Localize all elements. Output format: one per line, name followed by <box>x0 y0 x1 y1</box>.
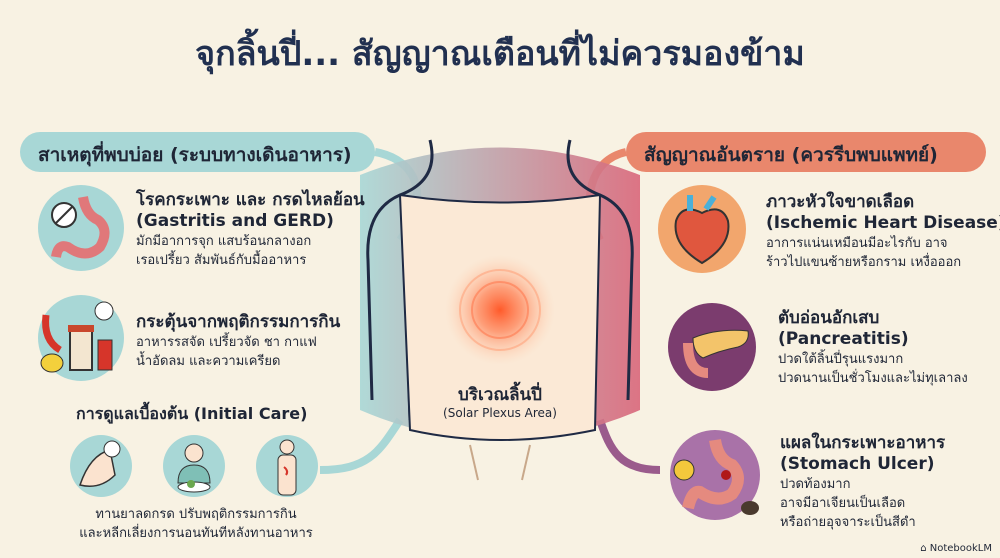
heart-subtitle: (Ischemic Heart Disease) <box>766 213 1000 233</box>
notebooklm-watermark: ⌂ NotebookLM <box>920 543 992 554</box>
gerd-subtitle: (Gastritis and GERD) <box>136 211 334 231</box>
pancreatitis-subtitle: (Pancreatitis) <box>778 329 909 349</box>
center-label: บริเวณลิ้นปี่ <box>458 385 542 405</box>
initial-care-desc-1: ทานยาลดกรด ปรับพฤติกรรมการกิน <box>95 507 297 522</box>
initial-care-desc-2: และหลีกเลี่ยงการนอนทันทีหลังทานอาหาร <box>79 526 313 541</box>
food-triggers-icon <box>38 295 124 381</box>
heart-title: ภาวะหัวใจขาดเลือด <box>766 192 915 212</box>
eating-icon <box>163 435 225 497</box>
ulcer-desc-3: หรือถ่ายอุจจาระเป็นสีดำ <box>780 515 916 530</box>
eating-behavior-desc-2: น้ำอัดลม และความเครียด <box>136 354 281 369</box>
heart-icon <box>658 185 746 273</box>
ulcer-title: แผลในกระเพาะอาหาร <box>780 433 946 453</box>
ulcer-stomach-icon <box>670 430 760 520</box>
ulcer-desc-2: อาจมีอาเจียนเป็นเลือด <box>780 496 906 511</box>
initial-care-title: การดูแลเบื้องต้น (Initial Care) <box>76 404 308 423</box>
center-sublabel: (Solar Plexus Area) <box>443 406 557 420</box>
pill-hand-icon <box>70 435 132 497</box>
stomach-pain-person-icon <box>256 435 318 497</box>
pancreatitis-desc-1: ปวดใต้ลิ้นปี่รุนแรงมาก <box>778 352 904 367</box>
pancreatitis-title: ตับอ่อนอักเสบ <box>778 308 880 328</box>
heart-desc-2: ร้าวไปแขนซ้ายหรือกราม เหงื่อออก <box>766 255 962 270</box>
common-causes-header: สาเหตุที่พบบ่อย (ระบบทางเดินอาหาร) <box>20 132 375 172</box>
danger-signs-header: สัญญาณอันตราย (ควรรีบพบแพทย์) <box>626 132 986 172</box>
page-title: จุกลิ้นปี่... สัญญาณเตือนที่ไม่ควรมองข้า… <box>195 34 805 74</box>
stomach-icon <box>38 185 124 271</box>
left-care-connector <box>319 417 404 474</box>
pancreatitis-desc-2: ปวดนานเป็นชั่วโมงและไม่ทุเลาลง <box>778 371 968 386</box>
eating-behavior-title: กระตุ้นจากพฤติกรรมการกิน <box>136 312 341 332</box>
gerd-desc-1: มักมีอาการจุก แสบร้อนกลางอก <box>136 234 312 249</box>
pancreas-icon <box>668 303 756 391</box>
eating-behavior-desc-1: อาหารรสจัด เปรี้ยวจัด ชา กาแฟ <box>136 335 317 350</box>
right-ulcer-connector <box>596 418 661 474</box>
heart-desc-1: อาการแน่นเหมือนมีอะไรกับ อาจ <box>766 236 948 251</box>
ulcer-desc-1: ปวดท้องมาก <box>780 477 851 492</box>
pain-glow <box>445 255 555 365</box>
notebooklm-logo-icon: ⌂ <box>920 543 930 554</box>
gerd-desc-2: เรอเปรี้ยว สัมพันธ์กับมื้ออาหาร <box>136 253 307 268</box>
gerd-title: โรคกระเพาะ และ กรดไหลย้อน <box>136 190 365 210</box>
ulcer-subtitle: (Stomach Ulcer) <box>780 454 935 474</box>
